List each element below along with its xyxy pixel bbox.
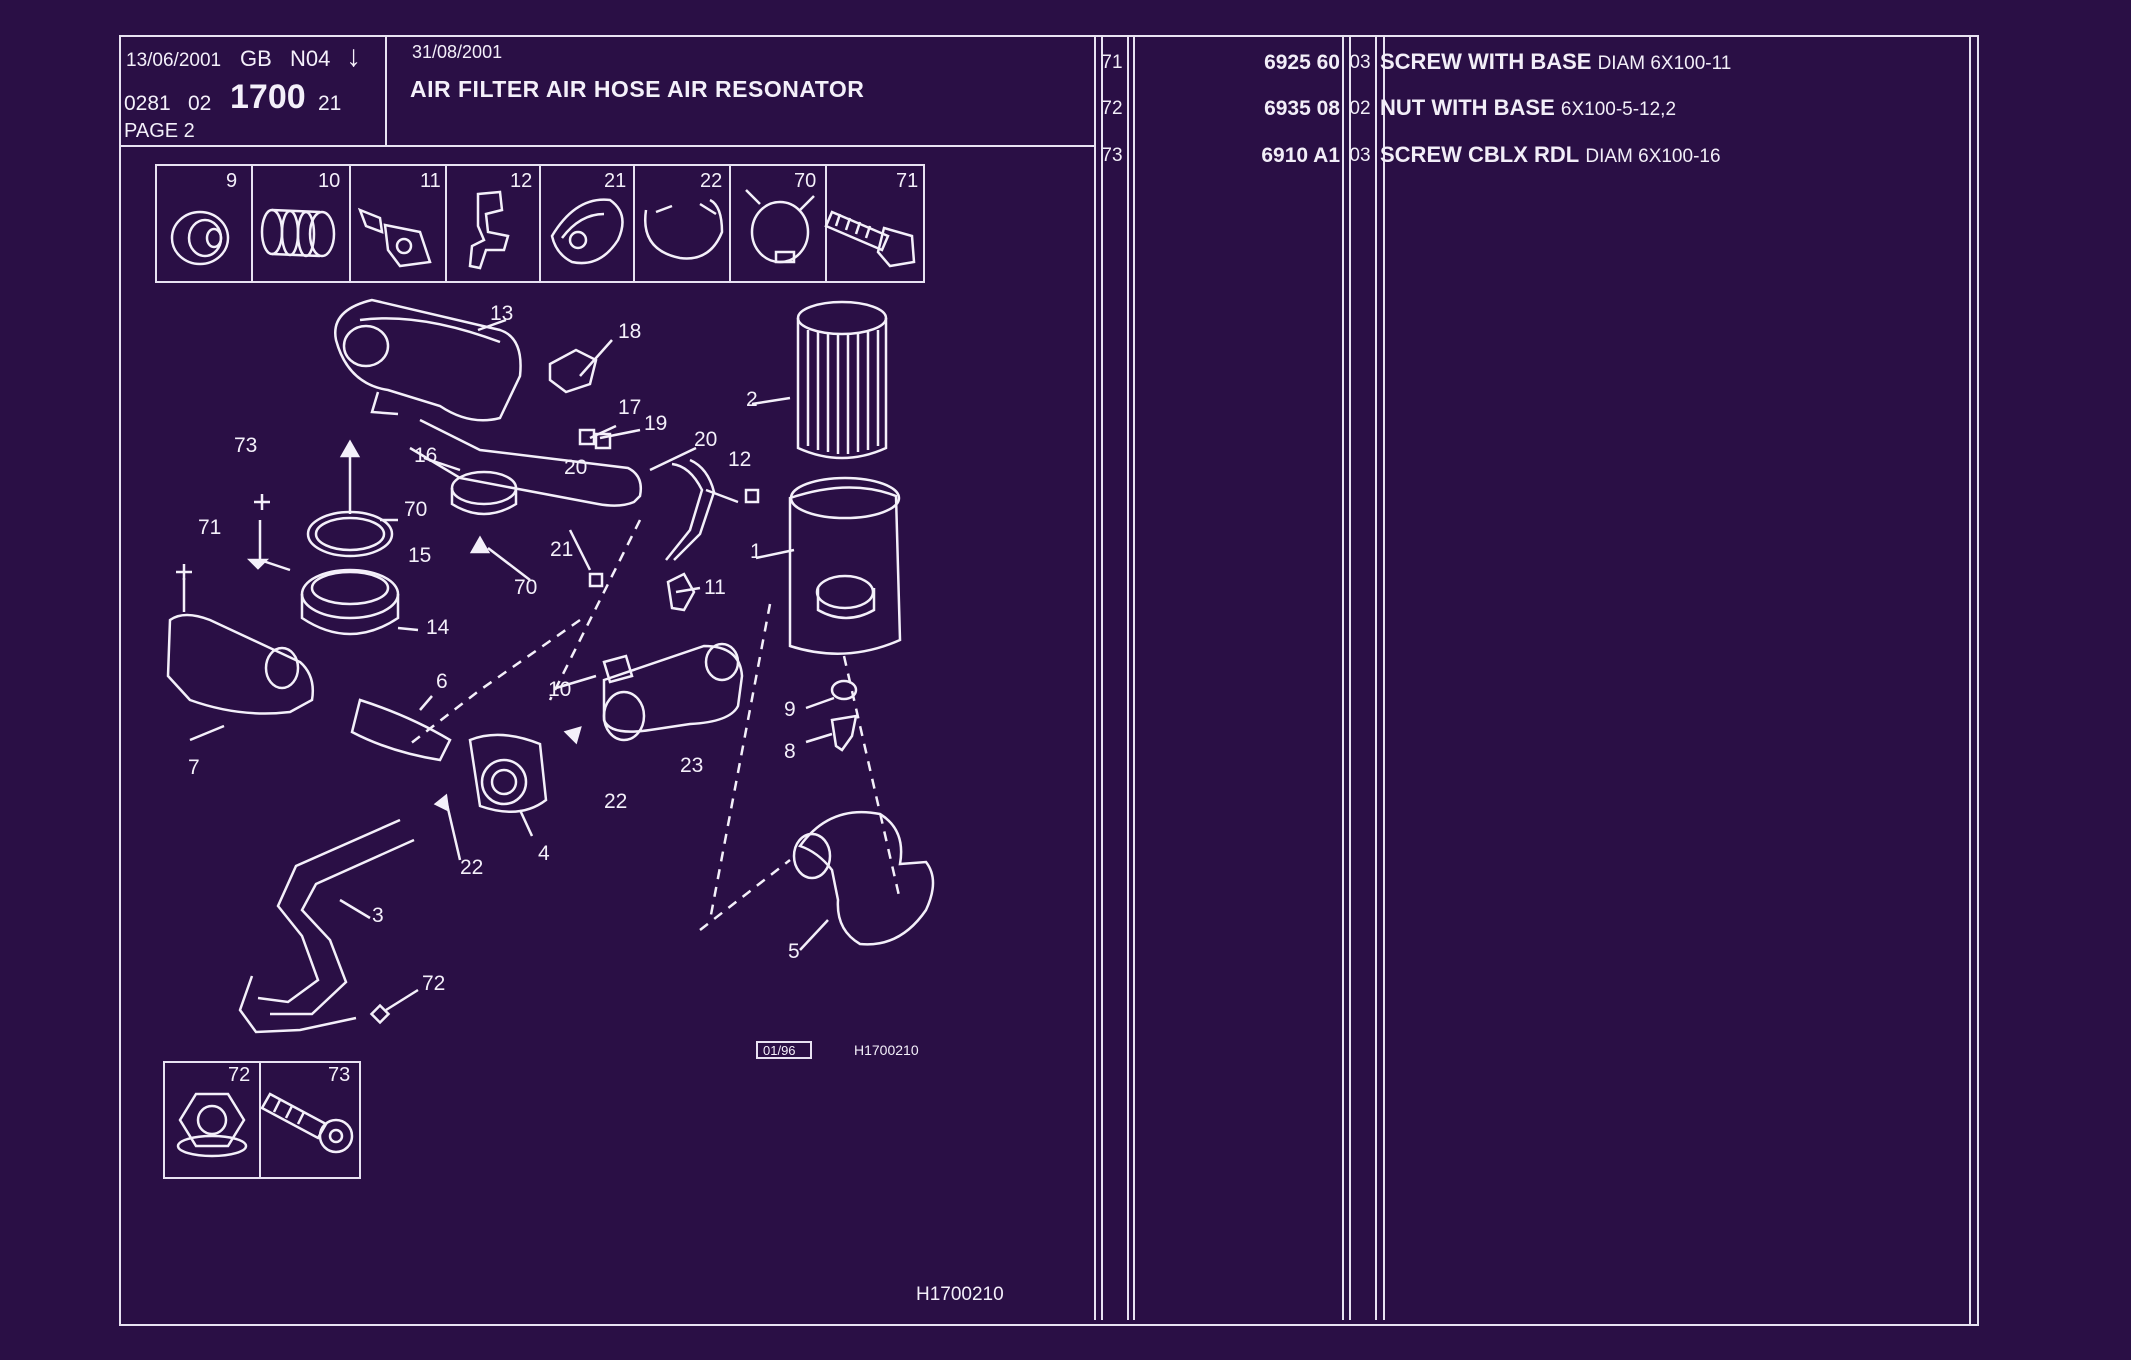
- part-name: SCREW WITH BASE: [1380, 49, 1592, 74]
- date-right: 31/08/2001: [412, 42, 503, 62]
- callout-label: 5: [788, 940, 800, 963]
- page-number: PAGE 2: [124, 120, 195, 142]
- callout-label: 20: [694, 428, 718, 451]
- part-code: 6910 A1: [1261, 144, 1340, 167]
- part-ref: 71: [1101, 52, 1123, 73]
- model-code: N04: [290, 46, 331, 71]
- stamp-box-label: 01/96: [763, 1043, 796, 1058]
- part-code: 6935 08: [1264, 97, 1340, 120]
- code-main: 1700: [230, 78, 306, 116]
- part-description: SCREW WITH BASE DIAM 6X100-11: [1380, 49, 1731, 75]
- thumbnail-art: [170, 189, 916, 1158]
- callout-label: 70: [404, 498, 428, 521]
- callout-label: 22: [460, 856, 484, 879]
- callout-label: 17: [618, 396, 642, 419]
- figure-reference-bottom: H1700210: [916, 1284, 1004, 1305]
- part-name: SCREW CBLX RDL: [1380, 142, 1580, 167]
- figure-reference: H1700210: [854, 1042, 919, 1058]
- part-variant: 03: [1349, 52, 1371, 73]
- thumb-number: 70: [794, 170, 817, 192]
- callout-label: 70: [514, 576, 538, 599]
- callout-label: 8: [784, 740, 796, 763]
- code-c: 21: [318, 92, 342, 115]
- callout-label: 6: [436, 670, 448, 693]
- callout-label: 21: [550, 538, 574, 561]
- thumb-number: 72: [228, 1064, 251, 1086]
- callout-label: 16: [414, 444, 438, 467]
- part-description: SCREW CBLX RDL DIAM 6X100-16: [1380, 142, 1721, 168]
- thumb-number: 71: [896, 170, 919, 192]
- callout-label: 9: [784, 698, 796, 721]
- callout-label: 20: [564, 456, 588, 479]
- thumb-number: 12: [510, 170, 533, 192]
- callout-label: 15: [408, 544, 432, 567]
- part-description: NUT WITH BASE 6X100-5-12,2: [1380, 95, 1676, 121]
- callout-label: 14: [426, 616, 450, 639]
- page-title: AIR FILTER AIR HOSE AIR RESONATOR: [410, 76, 865, 102]
- callout-label: 12: [728, 448, 752, 471]
- callout-label: 4: [538, 842, 550, 865]
- thumb-number: 10: [318, 170, 341, 192]
- callout-label: 71: [198, 516, 222, 539]
- callout-label: 73: [234, 434, 258, 457]
- thumb-number: 22: [700, 170, 723, 192]
- callout-label: 19: [644, 412, 668, 435]
- part-spec: DIAM 6X100-11: [1597, 53, 1732, 74]
- thumb-number: 9: [226, 170, 238, 192]
- arrow-down-icon: ↓: [346, 40, 361, 73]
- thumb-number: 11: [420, 170, 441, 192]
- part-ref: 73: [1101, 145, 1123, 166]
- callout-label: 10: [548, 678, 572, 701]
- callout-label: 3: [372, 904, 384, 927]
- language-code: GB: [240, 46, 272, 71]
- callout-label: 23: [680, 754, 704, 777]
- part-ref: 72: [1101, 98, 1123, 119]
- part-variant: 02: [1349, 98, 1371, 119]
- callout-label: 7: [188, 756, 200, 779]
- callout-label: 13: [490, 302, 514, 325]
- callout-label: 72: [422, 972, 446, 995]
- part-spec: DIAM 6X100-16: [1585, 146, 1721, 167]
- code-b: 02: [188, 92, 212, 115]
- date-left: 13/06/2001: [126, 50, 222, 71]
- part-spec: 6X100-5-12,2: [1560, 99, 1677, 120]
- code-a: 0281: [124, 92, 171, 115]
- callout-label: 11: [704, 576, 726, 599]
- part-variant: 03: [1349, 145, 1371, 166]
- callout-label: 2: [746, 388, 758, 411]
- part-code: 6925 60: [1264, 51, 1340, 74]
- callout-label: 1: [750, 540, 762, 563]
- callout-label: 18: [618, 320, 642, 343]
- exploded-diagram: [166, 298, 935, 1034]
- thumb-number: 73: [328, 1064, 351, 1086]
- callout-label: 22: [604, 790, 628, 813]
- thumb-number: 21: [604, 170, 627, 192]
- part-name: NUT WITH BASE: [1380, 95, 1555, 120]
